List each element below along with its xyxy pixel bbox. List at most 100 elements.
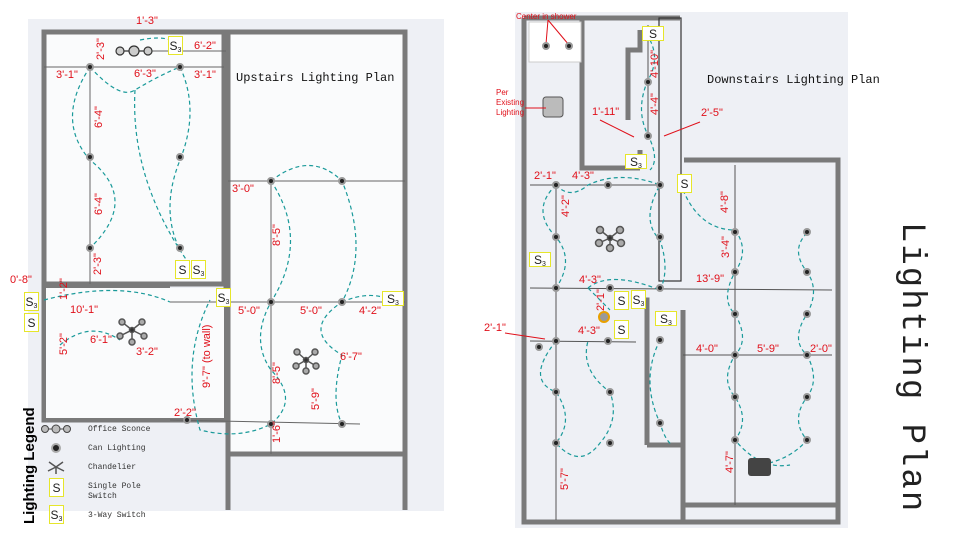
three-way-switch[interactable]: S3 — [382, 291, 404, 307]
dimension-label: 6'-4" — [93, 193, 105, 215]
switch-symbol: S — [648, 27, 657, 41]
legend-single-pole-switch: Single Pole Switch — [88, 482, 141, 501]
dimension-label: 5'-2" — [58, 333, 70, 355]
dimension-label: 4'-3" — [578, 325, 600, 337]
dimension-label: 0'-8" — [10, 274, 32, 286]
three-way-switch[interactable]: S3 — [24, 292, 39, 311]
dimension-label: 3'-2" — [136, 346, 158, 358]
legend-three-way-switch-icon: S3 — [49, 505, 64, 524]
dimension-label: 8'-5" — [271, 362, 283, 384]
single-pole-switch[interactable]: S — [614, 291, 629, 310]
switch-symbol: S — [630, 155, 639, 169]
three-way-switch[interactable]: S3 — [529, 252, 551, 268]
legend-can-lighting: Can Lighting — [88, 444, 146, 453]
dimension-label: 6'-1" — [90, 334, 112, 346]
switch-subscript: 3 — [668, 320, 672, 327]
legend-three-way-switch: 3-Way Switch — [88, 511, 146, 520]
dimension-label: 4'-3" — [572, 170, 594, 182]
dimension-label: 2'-0" — [810, 343, 832, 355]
dimension-label: 8'-5" — [271, 224, 283, 246]
dimension-label: 2'-1" — [534, 170, 556, 182]
downstairs-chandelier-icon — [594, 225, 626, 253]
dimension-label: 10'-1" — [70, 304, 99, 316]
switch-symbol: S — [27, 316, 36, 330]
dimension-label: 2'-5" — [701, 107, 723, 119]
switch-symbol: S — [50, 508, 59, 522]
three-way-switch[interactable]: S3 — [216, 288, 231, 307]
upstairs-can-lights — [86, 63, 346, 428]
switch-subscript: 3 — [200, 271, 205, 278]
dimension-label: 2'-2" — [174, 407, 196, 419]
dimension-label: 4'-3" — [579, 274, 601, 286]
three-way-switch[interactable]: S3 — [655, 311, 677, 327]
dimension-label: 4'-2" — [359, 305, 381, 317]
three-way-switch[interactable]: S3 — [191, 260, 206, 279]
three-way-switch[interactable]: S3 — [625, 154, 647, 170]
switch-subscript: 3 — [395, 300, 399, 307]
single-pole-switch[interactable]: S — [614, 320, 629, 339]
legend-title: Lighting Legend — [21, 407, 38, 524]
switch-symbol: S — [169, 39, 178, 53]
stairs-wall — [658, 17, 682, 282]
dimension-label: 2'-3" — [92, 253, 104, 275]
dimension-label: 3'-1" — [56, 69, 78, 81]
note-line: Lighting — [496, 108, 525, 117]
switch-symbol: S — [387, 292, 396, 306]
single-pole-switch[interactable]: S — [175, 260, 190, 279]
dimension-label: 5'-0" — [238, 305, 260, 317]
dimension-label: 6'-2" — [194, 40, 216, 52]
dimension-label: 2'-1" — [595, 289, 607, 311]
leader-lines — [504, 19, 701, 340]
dimension-label: 1'-2" — [58, 278, 70, 300]
dimension-label: 4'-7" — [724, 451, 736, 473]
dimension-label: 4'-0" — [696, 343, 718, 355]
note-line: Existing — [496, 98, 525, 107]
switch-symbol: S — [680, 177, 689, 191]
switch-subscript: 3 — [177, 47, 182, 54]
single-pole-switch[interactable]: S — [642, 26, 664, 41]
switch-symbol: S — [660, 312, 669, 326]
dimension-label: 6'-4" — [93, 106, 105, 128]
single-pole-switch[interactable]: S — [24, 313, 39, 332]
dimension-label: 3'-0" — [232, 183, 254, 195]
dimension-label: 4'-4" — [649, 93, 661, 115]
single-pole-switch[interactable]: S — [677, 174, 692, 193]
legend-icons — [41, 424, 71, 474]
existing-lighting-note: Per Existing Lighting — [496, 88, 524, 118]
switch-symbol: S — [178, 263, 187, 277]
dimension-label: 5'-0" — [300, 305, 322, 317]
dimension-label: 5'-9" — [757, 343, 779, 355]
dimension-label: 3'-4" — [720, 236, 732, 258]
dimension-label: 4'-2" — [560, 195, 572, 217]
page-title: Lighting Plan — [892, 222, 930, 514]
dimension-label: 4'-10" — [649, 49, 661, 78]
upstairs-title: Upstairs Lighting Plan — [236, 71, 395, 85]
dimension-label: 2'-3" — [95, 38, 107, 60]
dimension-label: 5'-9" — [310, 388, 322, 410]
switch-subscript: 3 — [640, 301, 645, 308]
shower-note: Center in shower — [516, 12, 577, 21]
switch-symbol: S — [217, 291, 226, 305]
legend-single-pole-switch-icon: S — [49, 478, 64, 497]
switch-subscript: 3 — [33, 303, 38, 310]
office-sconce-icon — [115, 45, 153, 57]
dimension-label: 9'-7" (to wall) — [201, 324, 213, 388]
switch-subscript: 3 — [58, 516, 63, 523]
legend-chandelier: Chandelier — [88, 463, 137, 472]
dimension-label: 2'-1" — [484, 322, 506, 334]
switch-symbol: S — [617, 323, 626, 337]
highlighted-light — [598, 311, 610, 323]
dimension-label: 1'-3" — [136, 15, 158, 27]
three-way-switch[interactable]: S3 — [631, 290, 646, 309]
upstairs-walls — [41, 29, 408, 510]
switch-subscript: 3 — [542, 261, 546, 268]
switch-subscript: 3 — [225, 299, 230, 306]
switch-subscript: 3 — [638, 163, 642, 170]
legend-office-sconce: Office Sconce — [88, 425, 151, 434]
switch-symbol: S — [192, 263, 201, 277]
dimension-label: 4'-8" — [719, 191, 731, 213]
switch-symbol: S — [25, 295, 34, 309]
chandelier-icon — [116, 318, 320, 375]
three-way-switch[interactable]: S3 — [168, 36, 183, 55]
dimension-label: 1'-6" — [271, 421, 283, 443]
